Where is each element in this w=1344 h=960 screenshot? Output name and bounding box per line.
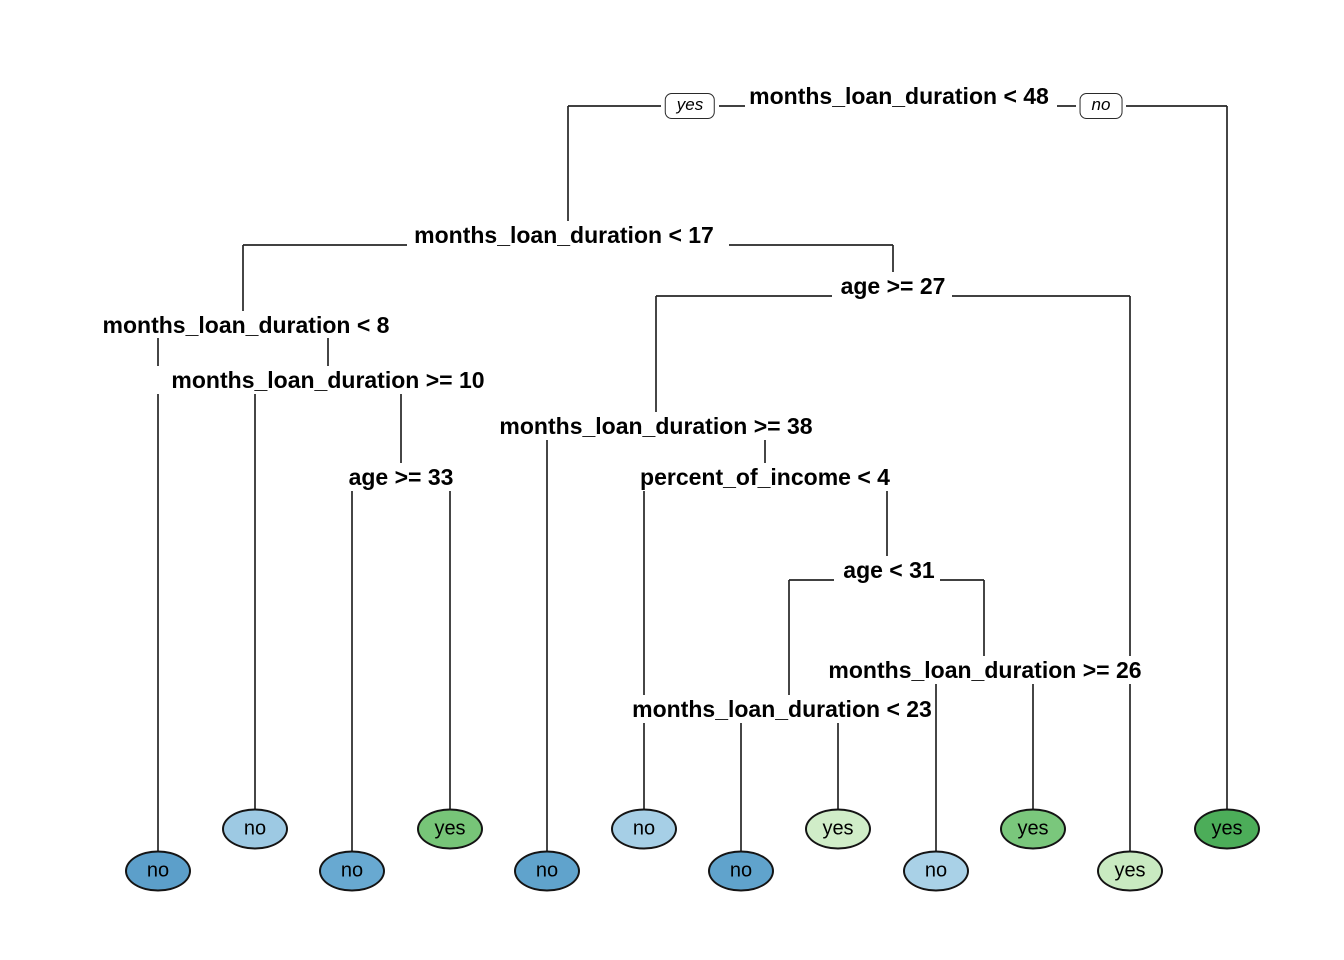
leaf-node-L9: no — [903, 850, 969, 892]
split-node-mld10: months_loan_duration >= 10 — [171, 367, 485, 393]
leaf-node-L11: yes — [1097, 850, 1163, 892]
leaf-node-L6: no — [611, 808, 677, 850]
leaf-node-L8: yes — [805, 808, 871, 850]
split-node-age31: age < 31 — [843, 557, 935, 583]
leaf-node-L7: no — [708, 850, 774, 892]
leaf-node-L3: no — [319, 850, 385, 892]
split-node-mld17: months_loan_duration < 17 — [414, 222, 714, 248]
split-node-age27: age >= 27 — [840, 273, 946, 299]
split-node-mld38: months_loan_duration >= 38 — [499, 413, 813, 439]
split-node-poi4: percent_of_income < 4 — [640, 464, 890, 490]
split-node-mld26: months_loan_duration >= 26 — [828, 657, 1142, 683]
leaf-node-L12: yes — [1194, 808, 1260, 850]
split-node-mld23: months_loan_duration < 23 — [632, 696, 932, 722]
split-node-mld8: months_loan_duration < 8 — [102, 312, 390, 338]
branch-tag-yes: yes — [664, 93, 716, 119]
leaf-node-L4: yes — [417, 808, 483, 850]
split-node-age33: age >= 33 — [348, 464, 454, 490]
split-node-root: months_loan_duration < 48 — [749, 83, 1049, 109]
leaf-node-L1: no — [125, 850, 191, 892]
leaf-node-L10: yes — [1000, 808, 1066, 850]
leaf-node-L5: no — [514, 850, 580, 892]
branch-tag-no: no — [1079, 93, 1123, 119]
leaf-node-L2: no — [222, 808, 288, 850]
